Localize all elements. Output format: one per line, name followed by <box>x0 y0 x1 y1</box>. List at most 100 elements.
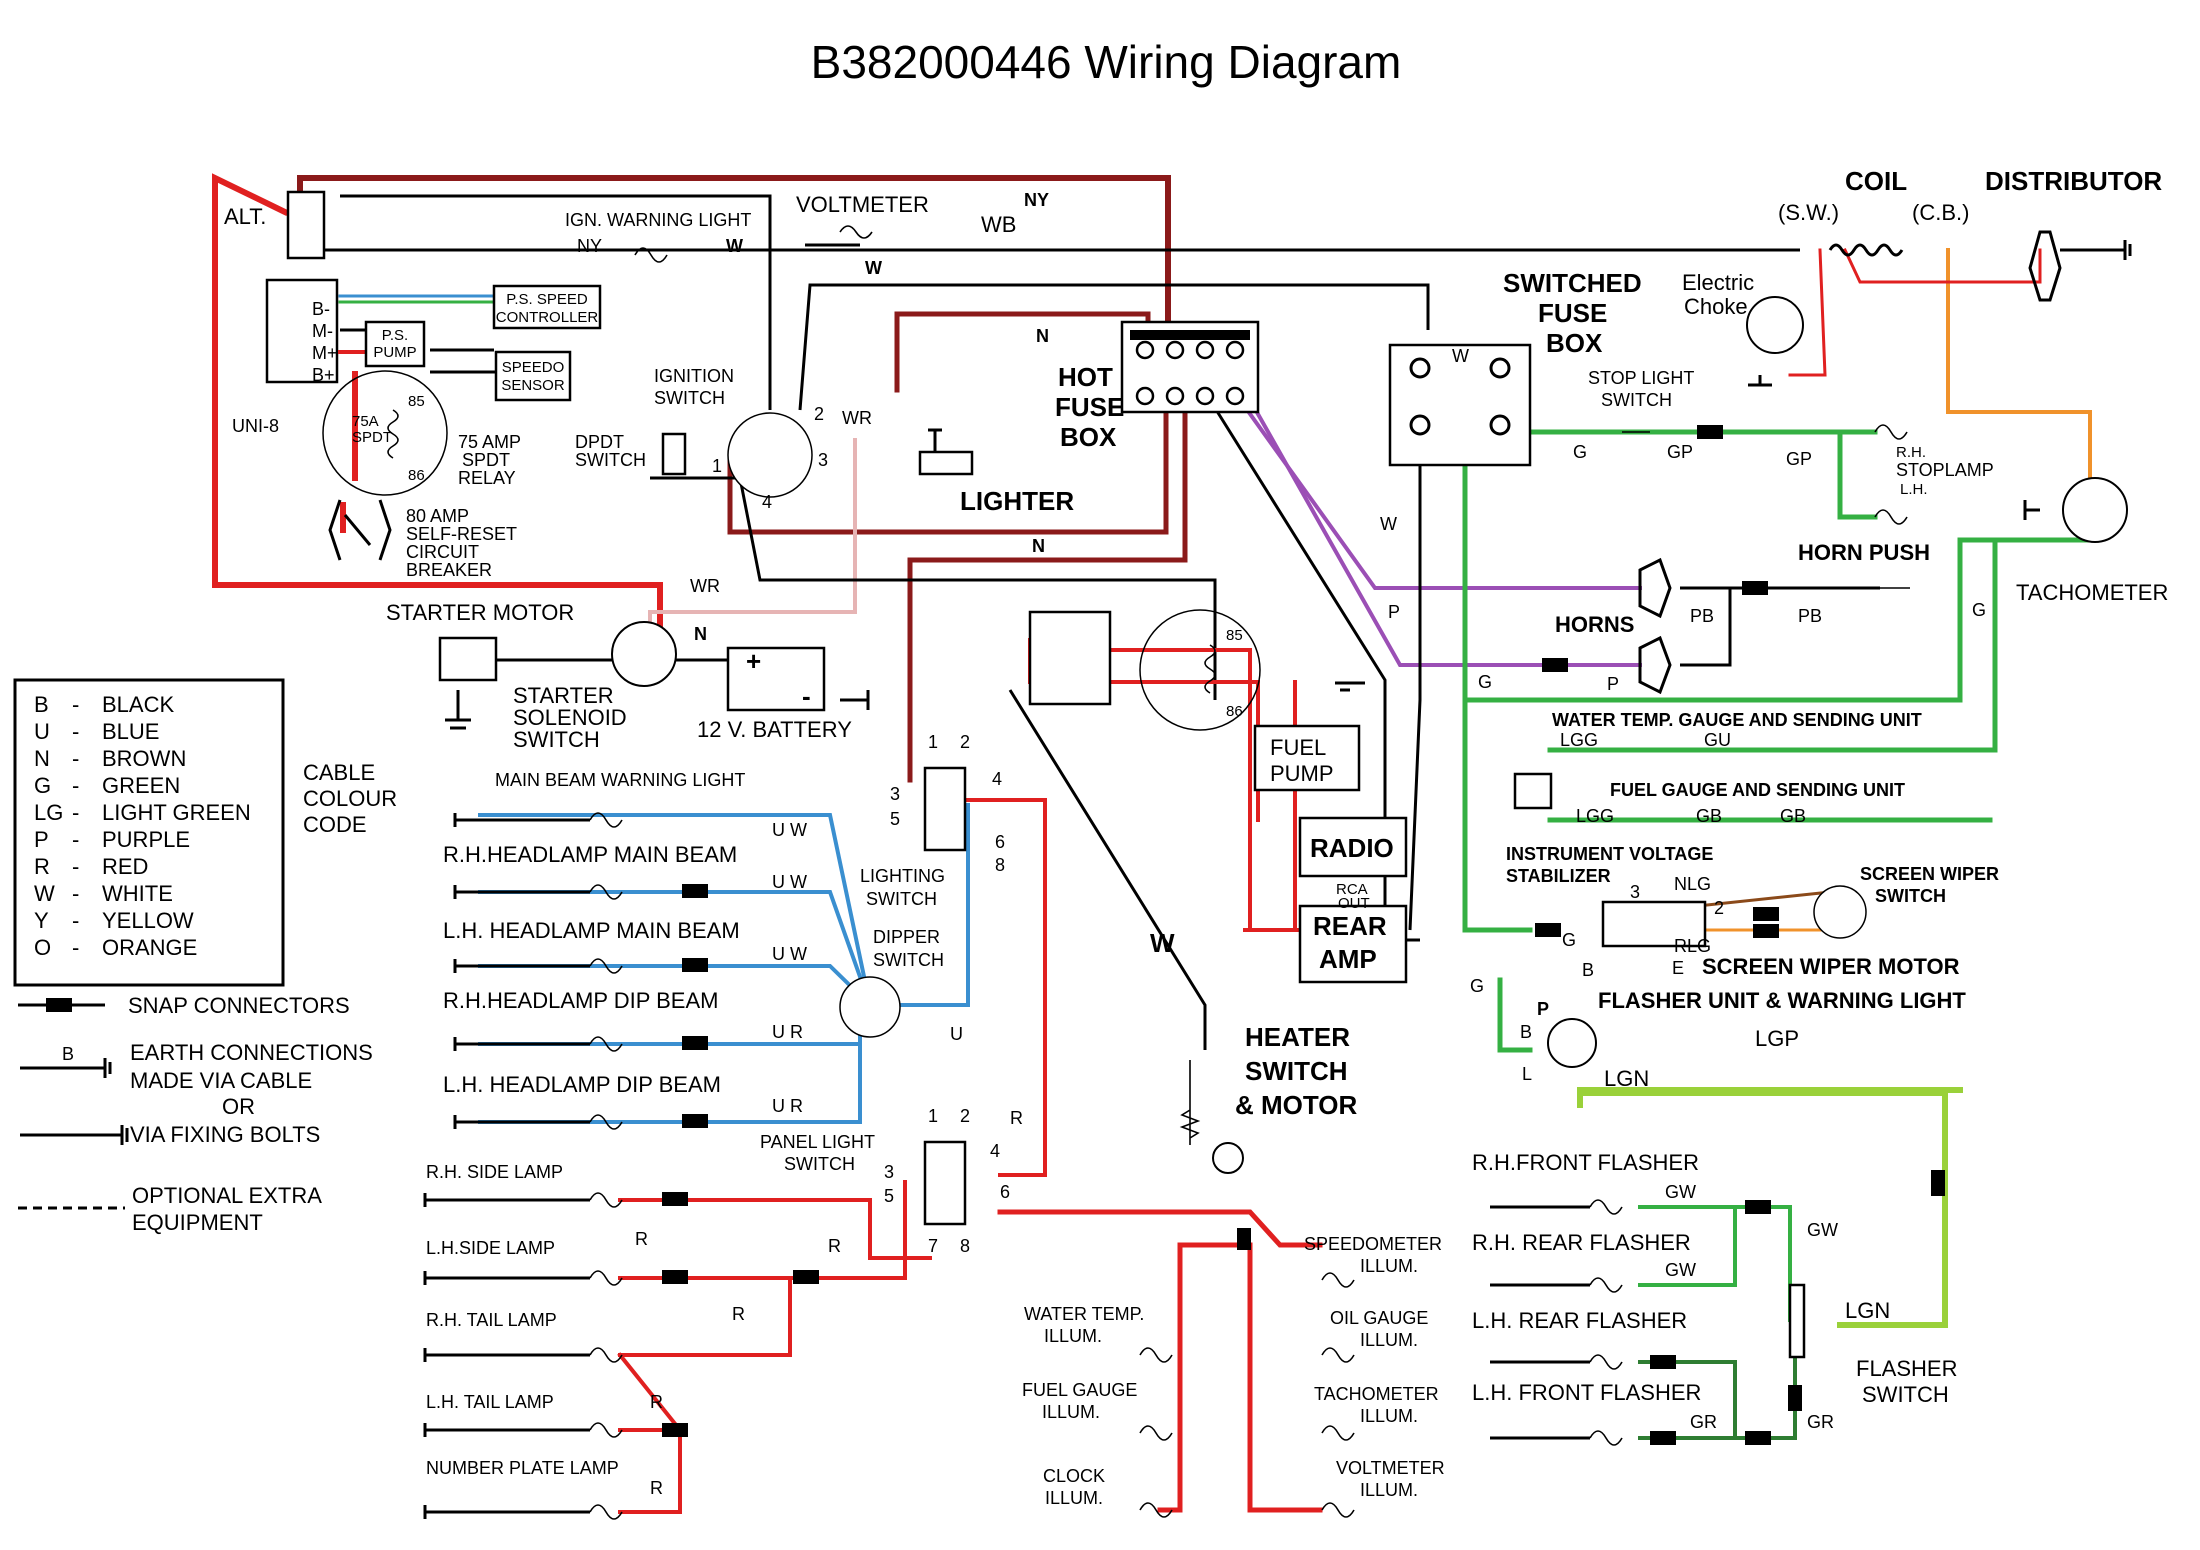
speedo-illum-label2: ILLUM. <box>1360 1256 1418 1276</box>
fuel-relay-pin85: 85 <box>1226 627 1243 644</box>
wire-label-e: E <box>1672 958 1684 978</box>
wire-red-rhside <box>618 1198 932 1260</box>
horn1-icon <box>1638 557 1672 619</box>
legend-code: Y <box>34 908 49 933</box>
relay-75a-label: 75A <box>352 413 379 430</box>
snap-connector <box>1753 907 1779 921</box>
lamp-bulb-icon <box>1589 1430 1623 1446</box>
legend-color-name: GREEN <box>102 773 180 798</box>
earth-legend-b: B <box>62 1044 74 1064</box>
ls-pin1: 1 <box>928 732 938 752</box>
clock-illum-label2: ILLUM. <box>1045 1488 1103 1508</box>
earth-icon <box>453 1115 462 1129</box>
legend-dash: - <box>72 935 79 960</box>
earth-icon <box>840 690 870 710</box>
wiper-switch-label2: SWITCH <box>1875 886 1946 906</box>
heater-group: HEATER SWITCH & MOTOR W <box>1150 928 1358 1174</box>
breaker-line1: 80 AMP <box>406 506 469 526</box>
rh-dip-label: R.H.HEADLAMP DIP BEAM <box>443 988 718 1013</box>
wire-red-dist <box>1843 248 2042 284</box>
lamp-bulb-icon <box>589 812 623 828</box>
wire-blue-rhmain <box>478 890 873 1008</box>
snap-connector <box>1745 1431 1771 1445</box>
legend-dash: - <box>72 908 79 933</box>
screen-wiper-switch[interactable] <box>1813 885 1867 939</box>
lighter-label: LIGHTER <box>960 486 1074 516</box>
lamp-bulb-icon <box>1589 1277 1623 1293</box>
legend-heading3: CODE <box>303 812 367 837</box>
fuel-pump-relay <box>1139 609 1261 731</box>
rh-side-label: R.H. SIDE LAMP <box>426 1162 563 1182</box>
flasher-unit-label: FLASHER UNIT & WARNING LIGHT <box>1598 988 1966 1013</box>
flasher-pin-b: B <box>1520 1022 1532 1042</box>
wire-gw-rear <box>1638 1205 1737 1287</box>
rh-rear-flasher-label: R.H. REAR FLASHER <box>1472 1230 1691 1255</box>
panel-light-switch[interactable] <box>923 1140 967 1226</box>
hot-fuse-label1: HOT <box>1058 362 1113 392</box>
wire-label-p2: P <box>1607 674 1619 694</box>
wire-label-wr: WR <box>842 408 872 428</box>
ivs-label1: INSTRUMENT VOLTAGE <box>1506 844 1713 864</box>
legend-dash: - <box>72 773 79 798</box>
ivs-label2: STABILIZER <box>1506 866 1611 886</box>
ign-warning-label: IGN. WARNING LIGHT <box>565 210 751 230</box>
wire-green-stop <box>1497 429 1878 520</box>
radio[interactable] <box>1298 816 1408 878</box>
ps-pump-line1: P.S. <box>382 327 408 344</box>
fuse-icon <box>1409 357 1431 379</box>
fuse-icon <box>1195 340 1215 360</box>
lighter-icon[interactable] <box>918 450 974 476</box>
alt-label: ALT. <box>224 204 266 229</box>
relay-75a <box>322 370 448 496</box>
dipper-label1: DIPPER <box>873 927 940 947</box>
dipper-switch[interactable] <box>839 976 901 1038</box>
wire-red-rhtail <box>618 1276 792 1357</box>
flasher-group: P B L FLASHER UNIT & WARNING LIGHT LGP L… <box>1470 976 1966 1432</box>
wire-label-g: G <box>1573 442 1587 462</box>
tachometer-icon <box>2062 477 2128 543</box>
lamp-bulb-icon <box>589 1270 623 1286</box>
legend-heading2: COLOUR <box>303 786 397 811</box>
switched-fuse-box <box>1388 343 1532 467</box>
speedo-sensor-line2: SENSOR <box>501 377 565 394</box>
snap-connector <box>1753 924 1779 938</box>
wire-label-r4: R <box>732 1304 745 1324</box>
wire-blue-lhdip <box>478 1008 862 1124</box>
fuse-icon <box>1489 357 1511 379</box>
legend-code: N <box>34 746 50 771</box>
wiper-switch-label1: SCREEN WIPER <box>1860 864 1999 884</box>
lighting-switch[interactable] <box>923 766 967 852</box>
wire-blue-dipper <box>888 803 970 1007</box>
uni8-label: UNI-8 <box>232 416 279 436</box>
lamp-bulb-icon <box>589 1192 623 1208</box>
wire-label-gb2: GB <box>1780 806 1806 826</box>
breaker-line4: BREAKER <box>406 560 492 580</box>
rca-label1: RCA <box>1336 881 1368 898</box>
battery-label: 12 V. BATTERY <box>697 717 852 742</box>
wire-red-choke <box>1788 248 1827 377</box>
fuel-pump-label1: FUEL <box>1270 735 1326 760</box>
ls-pin3: 3 <box>890 784 900 804</box>
legend-color-name: BROWN <box>102 746 186 771</box>
breaker-line2: SELF-RESET <box>406 524 517 544</box>
wire-label-n3: N <box>694 624 707 644</box>
legend-color-name: LIGHT GREEN <box>102 800 251 825</box>
lamps-left: MAIN BEAM WARNING LIGHT R.H.HEADLAMP MAI… <box>426 770 841 1498</box>
gauges-group: WATER TEMP. GAUGE AND SENDING UNIT LGG G… <box>1506 710 1922 886</box>
flasher-switch-label2: SWITCH <box>1862 1382 1949 1407</box>
tachometer-group: TACHOMETER G <box>1972 477 2168 620</box>
ignition-switch[interactable] <box>727 412 813 498</box>
solenoid-label3: SWITCH <box>513 727 600 752</box>
coil-winding-icon <box>1828 243 1904 257</box>
wire-label-n: N <box>1036 326 1049 346</box>
wire-label-gp2: GP <box>1786 449 1812 469</box>
wire-label-ny2: NY <box>1024 190 1049 210</box>
wire-label-ur2: U R <box>772 1096 803 1116</box>
fuel-pump-relay-box <box>1028 610 1112 706</box>
rear-amp[interactable] <box>1298 904 1408 984</box>
flasher-switch[interactable] <box>1788 1283 1806 1359</box>
dpdt-label1: DPDT <box>575 432 624 452</box>
dpdt-switch[interactable] <box>661 432 687 476</box>
stop-switch-label1: STOP LIGHT <box>1588 368 1694 388</box>
legend-code: W <box>34 881 55 906</box>
